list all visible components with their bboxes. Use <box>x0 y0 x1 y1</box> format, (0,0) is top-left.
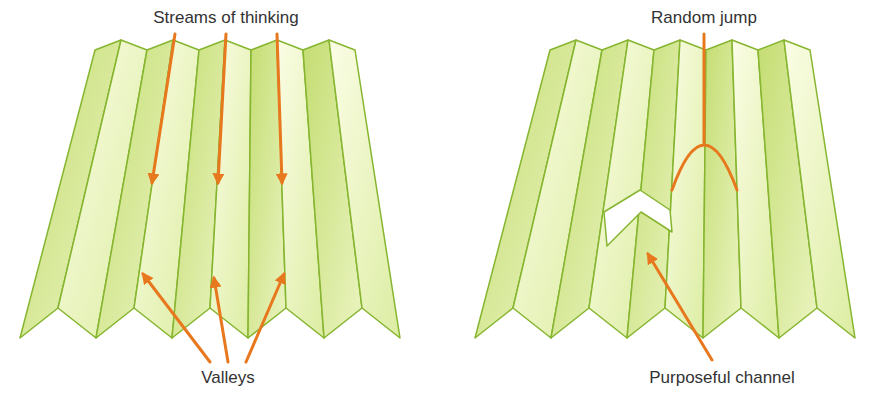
channel-arrow <box>648 254 712 360</box>
callout-label: Valleys <box>201 368 255 388</box>
stream-arrow <box>218 34 226 183</box>
callout-label: Purposeful channel <box>649 368 795 388</box>
random-jump-leader <box>703 34 706 143</box>
callout-label: Random jump <box>651 8 757 28</box>
stream-arrow <box>277 34 282 183</box>
random-jump-arc <box>672 145 737 190</box>
stream-arrow <box>152 34 175 183</box>
right-folded-paper <box>475 40 855 338</box>
valley-arrow <box>143 274 210 362</box>
valley-arrow <box>214 278 228 362</box>
valley-arrow <box>246 274 284 362</box>
callout-label: Streams of thinking <box>153 8 299 28</box>
purposeful-channel-cut <box>604 190 672 246</box>
left-folded-paper <box>20 40 400 338</box>
